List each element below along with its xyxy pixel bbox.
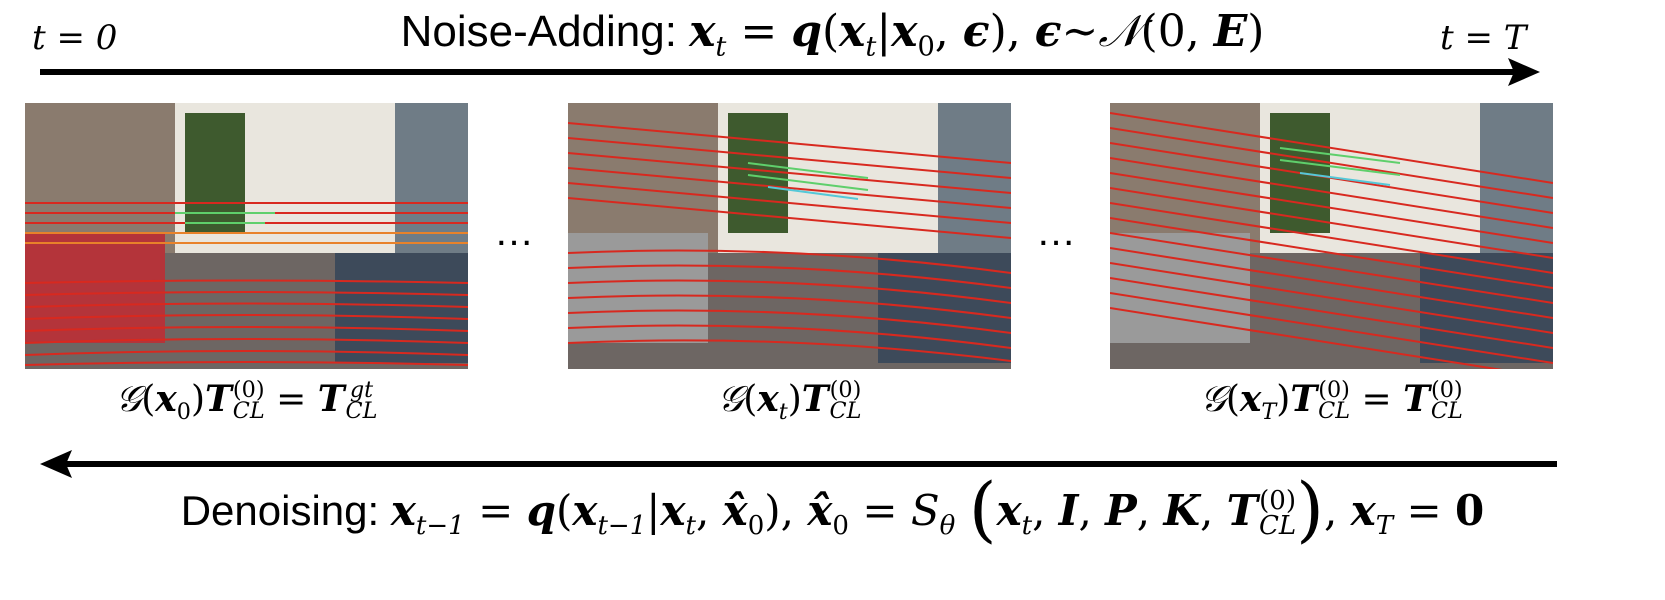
caption-xt: 𝒢(xt)T(0)CL (717, 377, 862, 425)
caption-xT: 𝒢(xT)T(0)CL = T(0)CL (1200, 377, 1463, 425)
noise-adding-label: Noise-Adding: (400, 7, 690, 56)
denoising-label: Denoising: (180, 487, 391, 534)
denoising-title: Denoising: xt−1 = q(xt−1|xt, x̂0), x̂0 =… (180, 467, 1485, 551)
noise-adding-title: Noise-Adding: xt = q(xt|x0, ϵ), ϵ~𝒩(0, E… (400, 6, 1265, 63)
lidar-image-xt (568, 103, 1011, 369)
denoising-arrow (40, 450, 1557, 478)
time-end-label: t = T (1440, 18, 1527, 58)
time-start-label: t = 0 (32, 18, 118, 58)
lidar-image-x0 (25, 103, 468, 369)
ellipsis-left: … (494, 210, 537, 254)
panel-x0 (25, 103, 468, 369)
panel-xT (1110, 103, 1553, 369)
lidar-image-xT (1110, 103, 1553, 369)
panel-xt (568, 103, 1011, 369)
noise-adding-arrow (40, 58, 1540, 86)
ellipsis-right: … (1036, 210, 1079, 254)
